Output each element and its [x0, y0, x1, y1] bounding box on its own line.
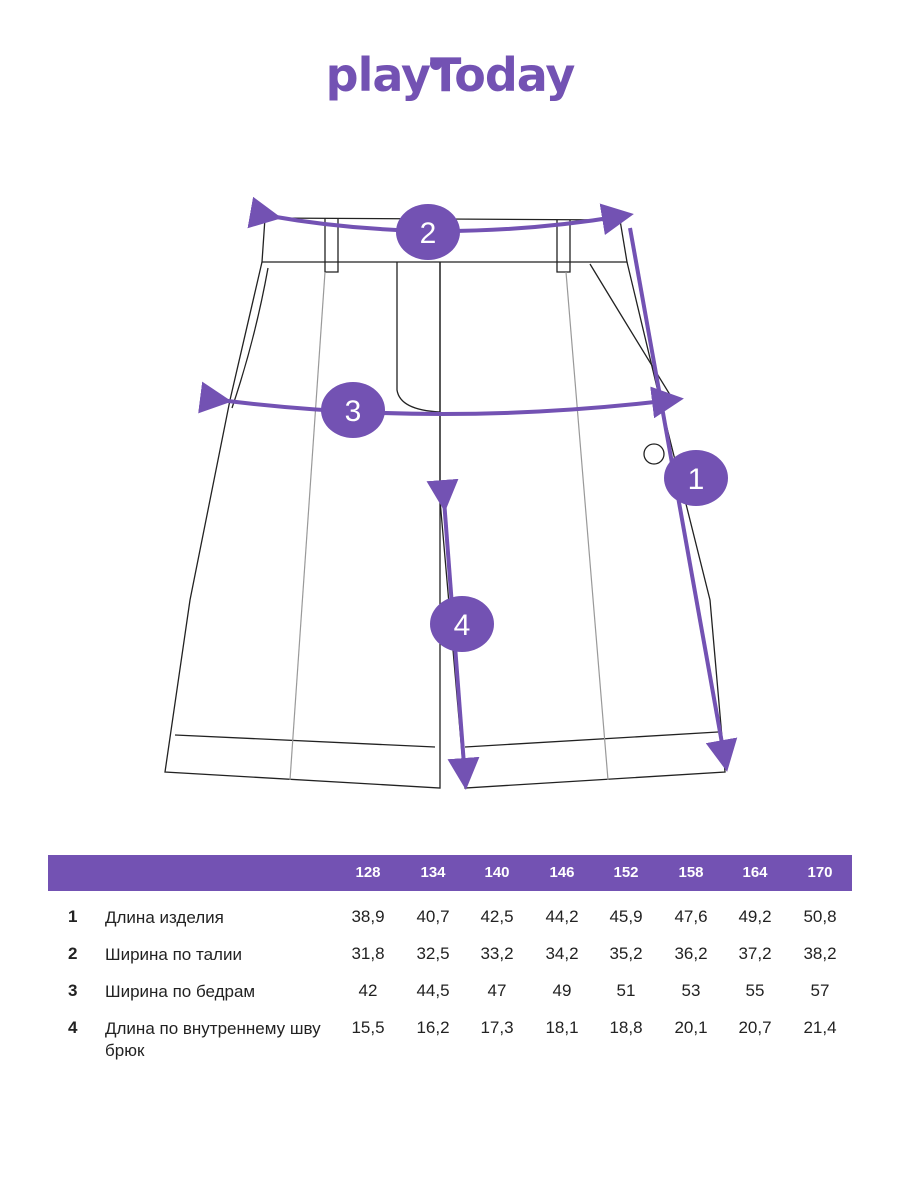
cell-value: 33,2 — [480, 944, 514, 963]
cell-value: 55 — [745, 981, 765, 1000]
table-row: 2 Ширина по талии 31,8 32,5 33,2 34,2 35… — [48, 936, 852, 973]
size-header: 128 — [355, 864, 381, 881]
cell-value: 47,6 — [674, 907, 708, 926]
table-row: 1 Длина изделия 38,9 40,7 42,5 44,2 45,9… — [48, 899, 852, 936]
cell-value: 18,8 — [609, 1018, 643, 1037]
cell-value: 44,5 — [416, 981, 450, 1000]
badge-2-label: 2 — [420, 217, 437, 250]
cell-value: 35,2 — [609, 944, 643, 963]
row-label: Длина изделия — [105, 908, 224, 927]
cell-value: 31,8 — [351, 944, 385, 963]
size-header: 134 — [420, 864, 446, 881]
table-row: 4 Длина по внутреннему шву брюк 15,5 16,… — [48, 1010, 852, 1070]
row-number: 3 — [68, 981, 78, 1000]
badge-4-label: 4 — [454, 609, 471, 642]
cell-value: 36,2 — [674, 944, 708, 963]
cell-value: 50,8 — [803, 907, 837, 926]
cell-value: 17,3 — [480, 1018, 514, 1037]
row-number: 1 — [68, 907, 78, 926]
seam-lines — [289, 271, 609, 781]
size-header: 170 — [807, 864, 833, 881]
cell-value: 49 — [552, 981, 572, 1000]
cell-value: 57 — [810, 981, 830, 1000]
cell-value: 20,1 — [674, 1018, 708, 1037]
cell-value: 38,9 — [351, 907, 385, 926]
badge-4: 4 — [430, 596, 494, 652]
cell-value: 16,2 — [416, 1018, 450, 1037]
cell-value: 20,7 — [738, 1018, 772, 1037]
badge-3: 3 — [321, 382, 385, 438]
size-header: 140 — [484, 864, 510, 881]
row-number: 2 — [68, 944, 78, 963]
cell-value: 51 — [616, 981, 636, 1000]
size-table-header: 128 134 140 146 152 158 164 170 — [48, 855, 852, 891]
row-label: Длина по внутреннему шву брюк — [105, 1019, 321, 1060]
logo-text: playToday — [325, 48, 576, 102]
badge-2: 2 — [396, 204, 460, 260]
cell-value: 49,2 — [738, 907, 772, 926]
cell-value: 15,5 — [351, 1018, 385, 1037]
size-header: 164 — [742, 864, 768, 881]
brand-logo: playToday — [0, 48, 900, 102]
cell-value: 42 — [358, 981, 378, 1000]
cell-value: 53 — [681, 981, 701, 1000]
cell-value: 38,2 — [803, 944, 837, 963]
cell-value: 32,5 — [416, 944, 450, 963]
row-label: Ширина по бедрам — [105, 982, 256, 1001]
size-header: 146 — [549, 864, 575, 881]
shorts-measurement-diagram: 1 2 3 4 — [164, 196, 738, 790]
cell-value: 40,7 — [416, 907, 450, 926]
cell-value: 44,2 — [545, 907, 579, 926]
size-table: 128 134 140 146 152 158 164 170 1 Длина … — [48, 855, 852, 1070]
badge-3-label: 3 — [345, 395, 362, 428]
cell-value: 37,2 — [738, 944, 772, 963]
badge-1-label: 1 — [688, 463, 705, 496]
cell-value: 47 — [487, 981, 507, 1000]
size-header: 158 — [678, 864, 704, 881]
badge-1: 1 — [664, 450, 728, 506]
size-header: 152 — [613, 864, 639, 881]
cell-value: 42,5 — [480, 907, 514, 926]
logo-dot — [430, 58, 442, 70]
row-label: Ширина по талии — [105, 945, 242, 964]
cell-value: 21,4 — [803, 1018, 837, 1037]
table-row: 3 Ширина по бедрам 42 44,5 47 49 51 53 5… — [48, 973, 852, 1010]
cell-value: 45,9 — [609, 907, 643, 926]
row-number: 4 — [68, 1018, 78, 1037]
cell-value: 18,1 — [545, 1018, 579, 1037]
cell-value: 34,2 — [545, 944, 579, 963]
